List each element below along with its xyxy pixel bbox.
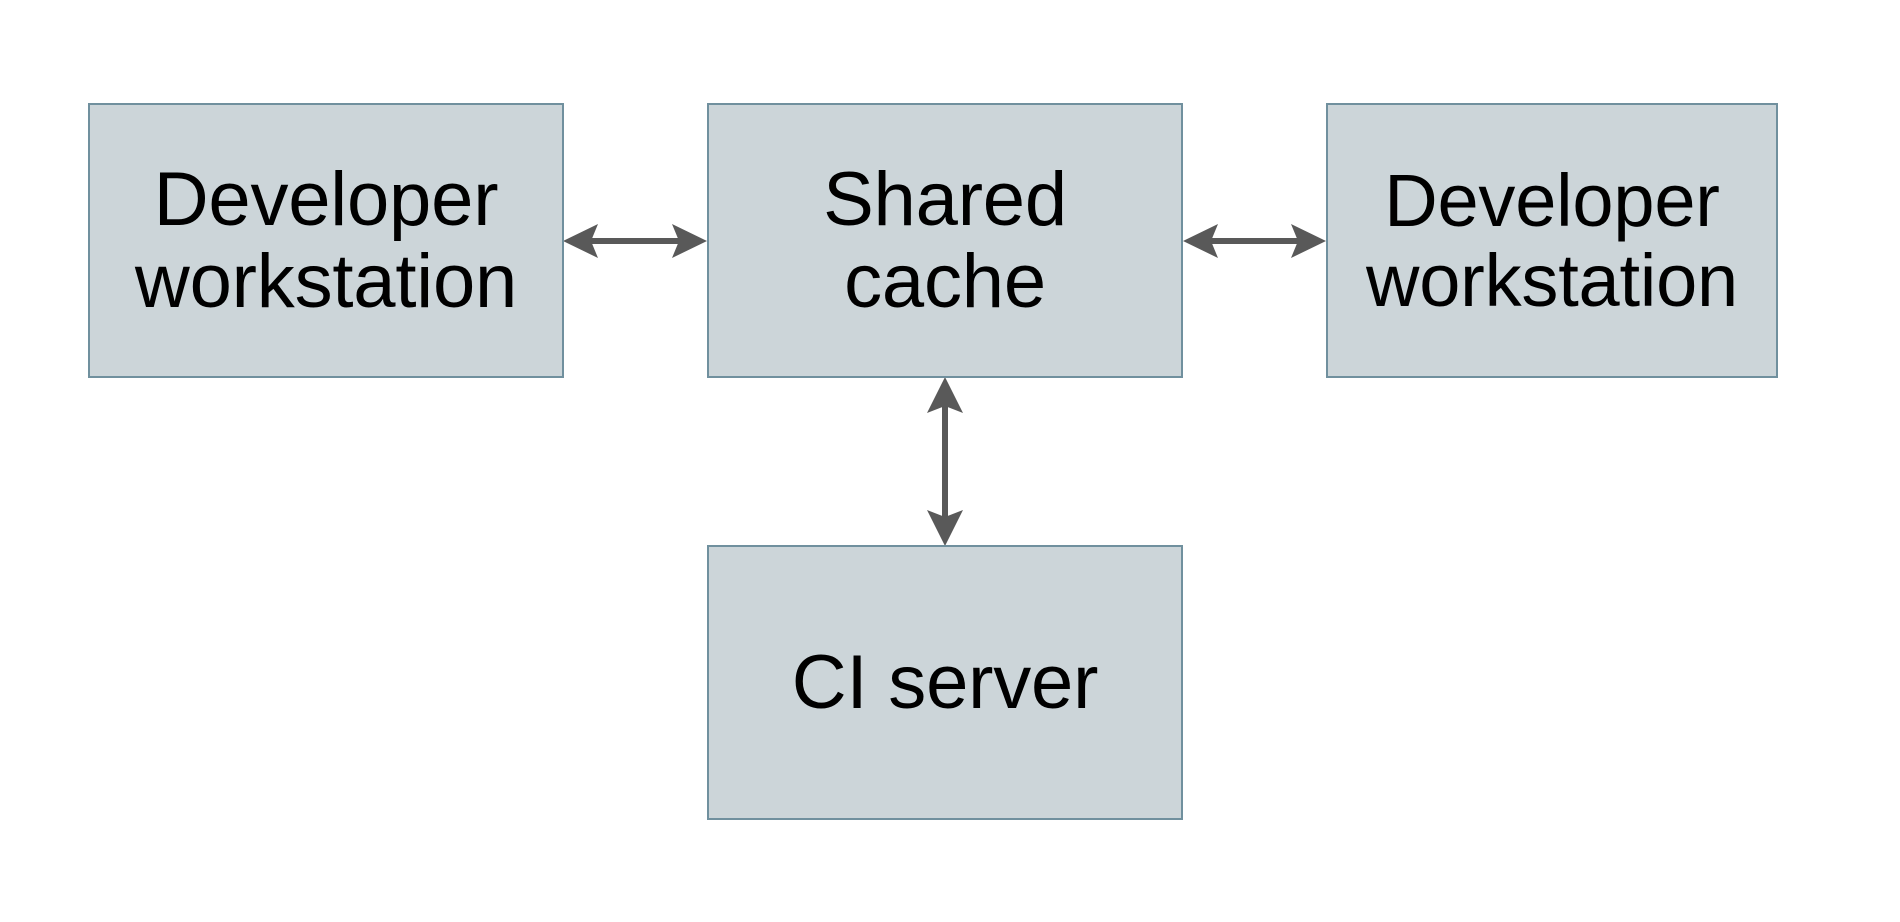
node-shared-cache[interactable]: Shared cache xyxy=(707,103,1183,378)
node-label-shared-cache: Shared cache xyxy=(823,157,1067,324)
connector-left-workstation-to-cache xyxy=(563,224,707,258)
node-developer-workstation-right[interactable]: Developer workstation xyxy=(1326,103,1778,378)
node-ci-server[interactable]: CI server xyxy=(707,545,1183,820)
node-label-developer-workstation-right: Developer workstation xyxy=(1365,159,1739,322)
connector-ci-server-to-cache xyxy=(927,377,963,546)
node-label-developer-workstation-left: Developer workstation xyxy=(134,157,518,324)
node-developer-workstation-left[interactable]: Developer workstation xyxy=(88,103,564,378)
node-label-ci-server: CI server xyxy=(791,639,1099,725)
connector-cache-to-right-workstation xyxy=(1183,224,1326,258)
